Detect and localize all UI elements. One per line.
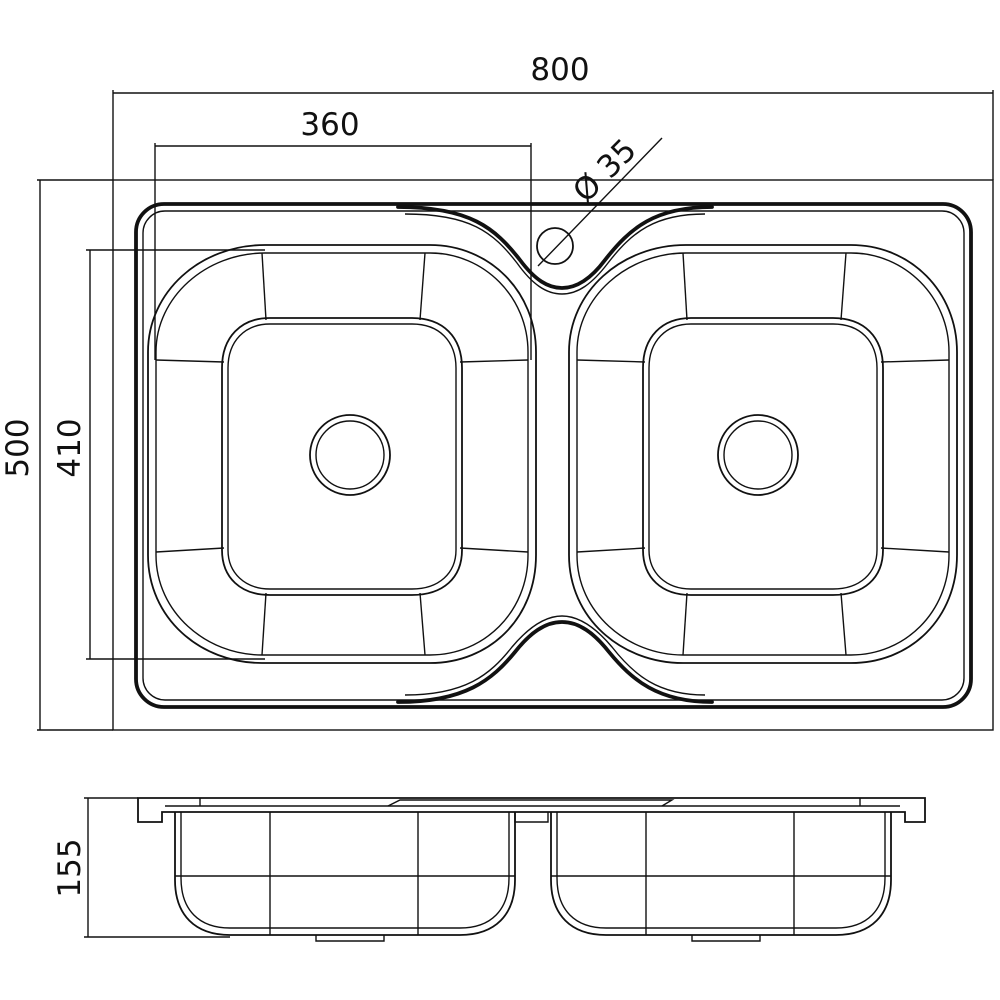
tap-hole-label: Ø 35 xyxy=(566,132,644,210)
center-arc-top xyxy=(396,205,714,290)
center-arc-bottom xyxy=(396,620,714,704)
bowl-depth-label: 410 xyxy=(52,418,88,477)
sink-outline xyxy=(112,179,994,731)
overall-width-label: 800 xyxy=(530,52,589,88)
right-bowl-side xyxy=(550,811,892,942)
side-view xyxy=(137,797,926,942)
top-view xyxy=(112,179,994,731)
dimension-500: 500 xyxy=(0,179,113,731)
right-bowl xyxy=(568,244,958,664)
bowl-width-label: 360 xyxy=(300,107,359,143)
dimension-410: 410 xyxy=(52,249,265,660)
overall-depth-label: 500 xyxy=(0,418,36,477)
dimension-360: 360 xyxy=(154,107,532,360)
right-drain-icon xyxy=(717,414,799,496)
dimension-155: 155 xyxy=(52,797,230,938)
left-drain-icon xyxy=(309,414,391,496)
left-bowl xyxy=(147,244,537,664)
left-bowl-side xyxy=(174,811,516,942)
sink-rim xyxy=(134,202,973,709)
flange-plate xyxy=(137,797,926,823)
tap-hole xyxy=(536,227,574,265)
dimension-800: 800 xyxy=(112,52,994,180)
height-label: 155 xyxy=(52,838,88,897)
dimension-tap-hole: Ø 35 xyxy=(537,132,663,267)
